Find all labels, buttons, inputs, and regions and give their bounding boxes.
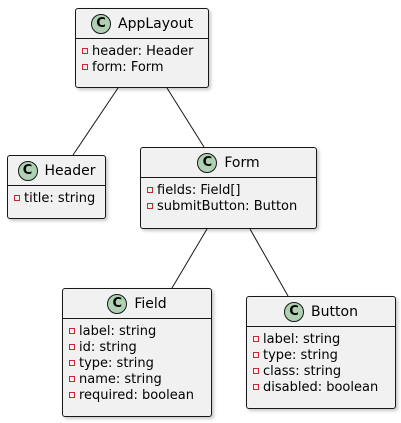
attribute-list: label: string type: string class: string… bbox=[247, 327, 395, 395]
attribute: type: string bbox=[253, 347, 395, 363]
private-visibility-icon bbox=[69, 360, 75, 366]
attribute: type: string bbox=[69, 355, 211, 371]
class-c-circle-icon: C bbox=[107, 293, 128, 314]
class-field: C Field label: string id: string type: s… bbox=[62, 288, 212, 417]
class-c-circle-icon: C bbox=[91, 13, 112, 34]
association-form-field bbox=[171, 228, 208, 289]
attribute-text: submitButton: Button bbox=[157, 198, 298, 214]
attribute-list: fields: Field[] submitButton: Button bbox=[141, 178, 316, 214]
attribute-text: name: string bbox=[79, 371, 162, 387]
attribute: required: boolean bbox=[69, 387, 211, 403]
attribute: label: string bbox=[69, 323, 211, 339]
association-applayout-form bbox=[166, 87, 205, 148]
private-visibility-icon bbox=[253, 368, 259, 374]
private-visibility-icon bbox=[14, 195, 20, 201]
class-header: C Field bbox=[63, 289, 211, 319]
class-button: C Button label: string type: string clas… bbox=[246, 296, 396, 409]
private-visibility-icon bbox=[69, 392, 75, 398]
private-visibility-icon bbox=[69, 328, 75, 334]
association-applayout-header bbox=[72, 87, 119, 156]
private-visibility-icon bbox=[69, 376, 75, 382]
class-header: C Header bbox=[8, 156, 105, 186]
attribute-text: disabled: boolean bbox=[263, 379, 379, 395]
attribute-text: class: string bbox=[263, 363, 342, 379]
attribute-text: header: Header bbox=[92, 43, 194, 59]
class-header: C Form bbox=[141, 148, 316, 178]
class-header: C AppLayout bbox=[76, 9, 208, 39]
attribute: id: string bbox=[69, 339, 211, 355]
attribute: name: string bbox=[69, 371, 211, 387]
class-name: AppLayout bbox=[118, 15, 193, 32]
private-visibility-icon bbox=[82, 64, 88, 70]
class-applayout: C AppLayout header: Header form: Form bbox=[75, 8, 209, 88]
attribute: class: string bbox=[253, 363, 395, 379]
attribute: title: string bbox=[14, 190, 105, 206]
attribute-text: type: string bbox=[79, 355, 154, 371]
attribute-list: header: Header form: Form bbox=[76, 39, 208, 75]
attribute: fields: Field[] bbox=[147, 182, 316, 198]
attribute-text: label: string bbox=[79, 323, 157, 339]
attribute-list: label: string id: string type: string na… bbox=[63, 319, 211, 403]
class-header-box: C Header title: string bbox=[7, 155, 106, 219]
attribute: form: Form bbox=[82, 59, 208, 75]
class-name: Button bbox=[311, 303, 358, 320]
private-visibility-icon bbox=[147, 187, 153, 193]
attribute: header: Header bbox=[82, 43, 208, 59]
class-name: Header bbox=[44, 162, 96, 179]
attribute-text: form: Form bbox=[92, 59, 164, 75]
class-form: C Form fields: Field[] submitButton: But… bbox=[140, 147, 317, 229]
class-c-circle-icon: C bbox=[197, 152, 218, 173]
class-name: Field bbox=[134, 295, 167, 312]
class-header: C Button bbox=[247, 297, 395, 327]
private-visibility-icon bbox=[147, 203, 153, 209]
class-c-circle-icon: C bbox=[17, 160, 38, 181]
attribute-text: required: boolean bbox=[79, 387, 194, 403]
private-visibility-icon bbox=[69, 344, 75, 350]
private-visibility-icon bbox=[253, 384, 259, 390]
private-visibility-icon bbox=[253, 352, 259, 358]
class-c-circle-icon: C bbox=[284, 301, 305, 322]
class-name: Form bbox=[224, 154, 260, 171]
attribute: label: string bbox=[253, 331, 395, 347]
attribute-text: type: string bbox=[263, 347, 338, 363]
private-visibility-icon bbox=[253, 336, 259, 342]
attribute-text: id: string bbox=[79, 339, 137, 355]
private-visibility-icon bbox=[82, 48, 88, 54]
attribute-list: title: string bbox=[8, 186, 105, 206]
attribute-text: fields: Field[] bbox=[157, 182, 241, 198]
attribute: disabled: boolean bbox=[253, 379, 395, 395]
attribute: submitButton: Button bbox=[147, 198, 316, 214]
association-form-button bbox=[249, 228, 289, 297]
attribute-text: label: string bbox=[263, 331, 341, 347]
attribute-text: title: string bbox=[24, 190, 96, 206]
